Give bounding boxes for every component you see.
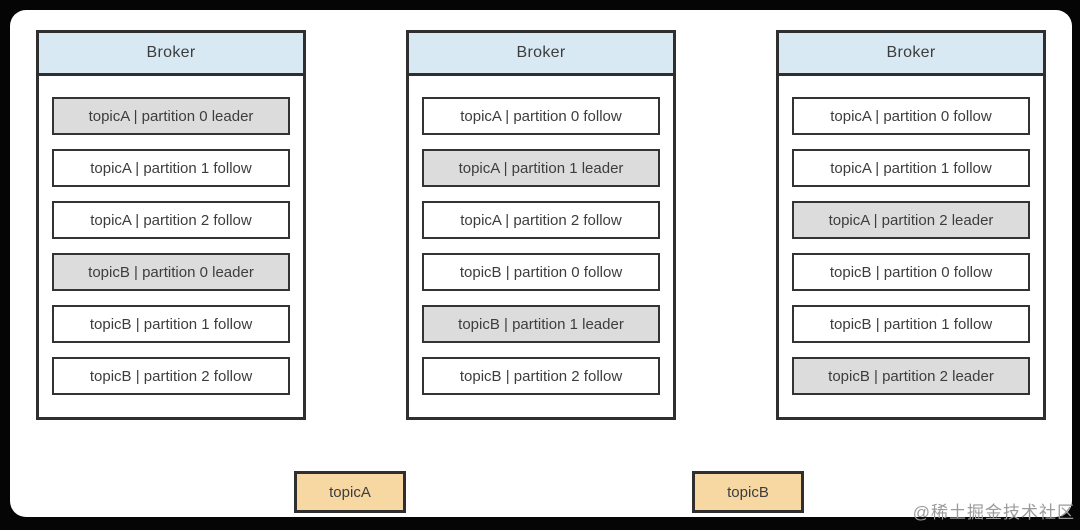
- partition-follower-row: topicA | partition 2 follow: [422, 201, 660, 239]
- broker-title: Broker: [409, 33, 673, 76]
- partition-follower-row: topicB | partition 2 follow: [52, 357, 290, 395]
- watermark: @稀土掘金技术社区: [912, 503, 1075, 522]
- partition-follower-row: topicB | partition 0 follow: [422, 253, 660, 291]
- broker-partition-list: topicA | partition 0 follow topicA | part…: [409, 76, 673, 417]
- partition-leader-row: topicA | partition 1 leader: [422, 149, 660, 187]
- partition-follower-row: topicA | partition 0 follow: [792, 97, 1030, 135]
- partition-leader-row: topicB | partition 2 leader: [792, 357, 1030, 395]
- partition-follower-row: topicA | partition 1 follow: [52, 149, 290, 187]
- broker-title: Broker: [39, 33, 303, 76]
- broker-partition-list: topicA | partition 0 leader topicA | part…: [39, 76, 303, 417]
- partition-follower-row: topicA | partition 1 follow: [792, 149, 1030, 187]
- partition-follower-row: topicB | partition 2 follow: [422, 357, 660, 395]
- topic-box-topicA: topicA: [294, 471, 406, 513]
- partition-leader-row: topicA | partition 2 leader: [792, 201, 1030, 239]
- topic-box-topicB: topicB: [692, 471, 804, 513]
- partition-follower-row: topicA | partition 0 follow: [422, 97, 660, 135]
- partition-follower-row: topicB | partition 0 follow: [792, 253, 1030, 291]
- partition-follower-row: topicB | partition 1 follow: [792, 305, 1030, 343]
- broker-partition-list: topicA | partition 0 follow topicA | part…: [779, 76, 1043, 417]
- partition-leader-row: topicB | partition 0 leader: [52, 253, 290, 291]
- partition-follower-row: topicA | partition 2 follow: [52, 201, 290, 239]
- partition-leader-row: topicB | partition 1 leader: [422, 305, 660, 343]
- partition-follower-row: topicB | partition 1 follow: [52, 305, 290, 343]
- broker-title: Broker: [779, 33, 1043, 76]
- partition-leader-row: topicA | partition 0 leader: [52, 97, 290, 135]
